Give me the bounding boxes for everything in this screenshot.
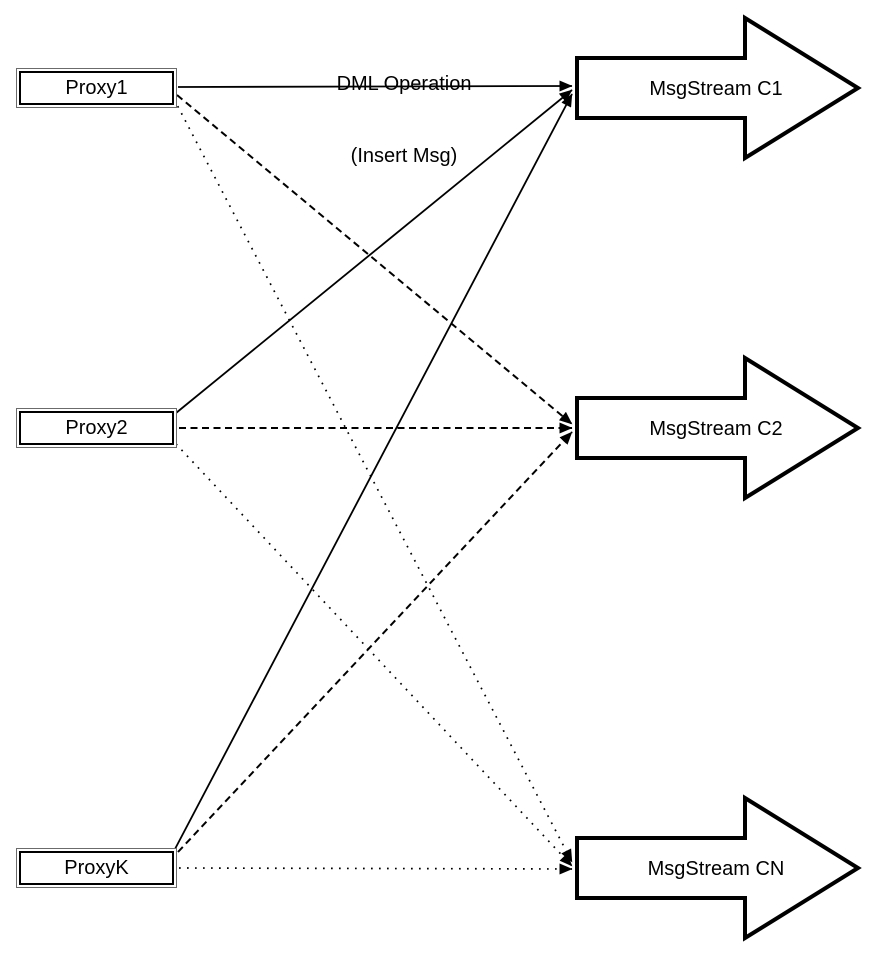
msgstream-arrow-c2 [575,354,862,502]
proxy-box-proxyk: ProxyK [16,848,177,888]
edge-proxy2-cn [175,443,573,867]
msgstream-label-c2: MsgStream C2 [649,418,782,440]
diagram-title: DML Operation (Insert Msg) [254,24,554,216]
edge-proxy2-c1 [175,89,573,414]
msgstream-label-cn: MsgStream CN [648,858,785,880]
edge-proxyk-c1 [174,93,573,850]
proxy-box-proxy2: Proxy2 [16,408,177,448]
edge-proxyk-c2 [177,431,573,853]
diagram-title-line2: (Insert Msg) [350,145,458,167]
edge-proxyk-cn [178,863,573,875]
diagram-title-line1: DML Operation [336,73,472,95]
proxy-box-proxy1: Proxy1 [16,68,177,108]
msgstream-label-c1: MsgStream C1 [649,78,782,100]
edge-group [173,80,573,875]
msgstream-arrow-cn [575,794,862,942]
edge-proxy1-c1 [177,80,573,92]
msgstream-arrow-c1 [575,14,862,162]
proxy-label-proxy1: Proxy1 [19,71,174,105]
proxy-label-proxyk: ProxyK [19,851,174,885]
edge-proxy1-c2 [176,94,573,425]
proxy-label-proxy2: Proxy2 [19,411,174,445]
